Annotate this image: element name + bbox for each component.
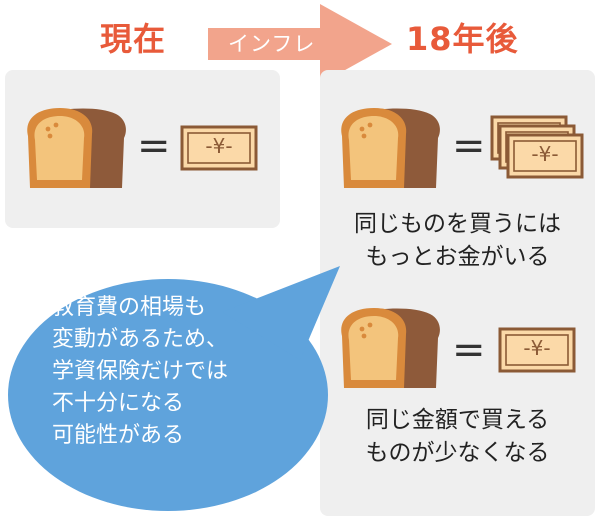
banknote-symbol: -¥-	[523, 336, 551, 360]
bubble-line: 教育費の相場も	[52, 295, 207, 320]
bubble-line: 不十分になる	[52, 390, 185, 416]
bread-icon	[20, 104, 130, 190]
bubble-text: 教育費の相場も 変動があるため、 学資保険だけでは 不十分になる 可能性がある	[52, 292, 228, 451]
equals-sign: =	[452, 123, 486, 169]
banknote-stack-icon: -¥-	[490, 115, 590, 183]
banknote-icon: -¥-	[180, 125, 258, 171]
banknote-symbol: -¥-	[205, 134, 233, 158]
banknote-symbol: -¥-	[531, 142, 559, 166]
caption-less-goods: 同じ金額で買える ものが少なくなる	[320, 404, 595, 471]
heading-after: 18年後	[406, 20, 519, 58]
equals-sign: =	[452, 327, 486, 373]
caption-more-money: 同じものを買うには もっとお金がいる	[320, 208, 595, 275]
caption-line: ものが少なくなる	[365, 440, 550, 467]
bubble-line: 変動があるため、	[52, 326, 229, 352]
caption-line: 同じものを買うには	[354, 211, 561, 237]
caption-line: 同じ金額で買える	[365, 407, 550, 433]
banknote-icon: -¥-	[498, 327, 576, 373]
caption-line: もっとお金がいる	[365, 244, 550, 271]
inflation-arrow-icon	[208, 4, 392, 84]
bubble-line: 学資保険だけでは	[52, 358, 229, 384]
speech-bubble	[8, 266, 340, 511]
bread-icon	[334, 104, 444, 190]
equals-sign: =	[137, 123, 171, 169]
heading-now: 現在	[100, 20, 167, 58]
bubble-line: 可能性がある	[52, 422, 185, 448]
inflation-label: インフレ	[228, 32, 316, 56]
bread-icon	[334, 304, 444, 390]
